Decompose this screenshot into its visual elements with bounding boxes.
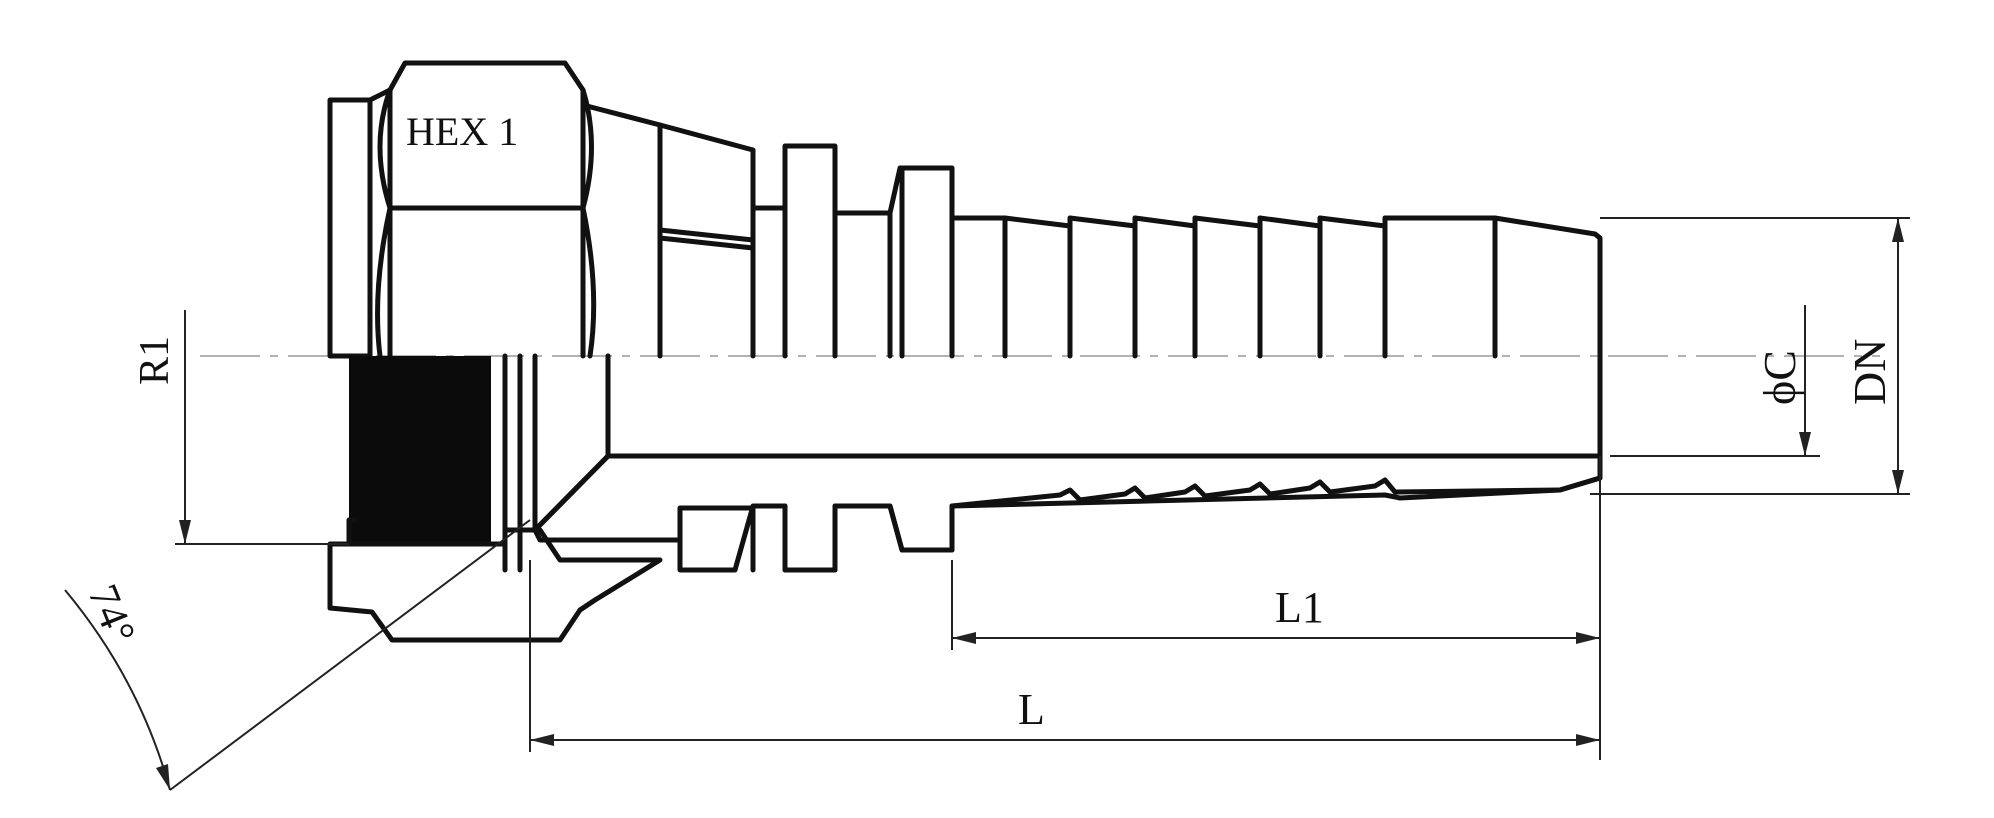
- dimension-l1: [951, 456, 1601, 760]
- label-bore: ϕC: [1754, 350, 1805, 405]
- label-angle: 74°: [79, 579, 144, 651]
- label-dn: DN: [1844, 339, 1895, 405]
- dimension-dn: [1590, 217, 1910, 495]
- label-r1: R1: [132, 336, 178, 385]
- label-l1: L1: [1275, 583, 1324, 632]
- barbed-tail: [949, 215, 1603, 459]
- label-hex: HEX 1: [406, 109, 518, 154]
- hex-nut: [327, 60, 756, 359]
- fitting-collars: [750, 143, 955, 359]
- internal-thread: [349, 353, 611, 573]
- nut-section: [327, 517, 663, 643]
- angle-dimension: [64, 519, 531, 791]
- dimension-bore: [1610, 305, 1820, 457]
- dimension-r1: [175, 310, 349, 545]
- dimension-l: [529, 560, 1600, 752]
- barb-teeth: [949, 475, 1603, 509]
- label-l: L: [1018, 685, 1045, 734]
- body-section: [532, 353, 1603, 573]
